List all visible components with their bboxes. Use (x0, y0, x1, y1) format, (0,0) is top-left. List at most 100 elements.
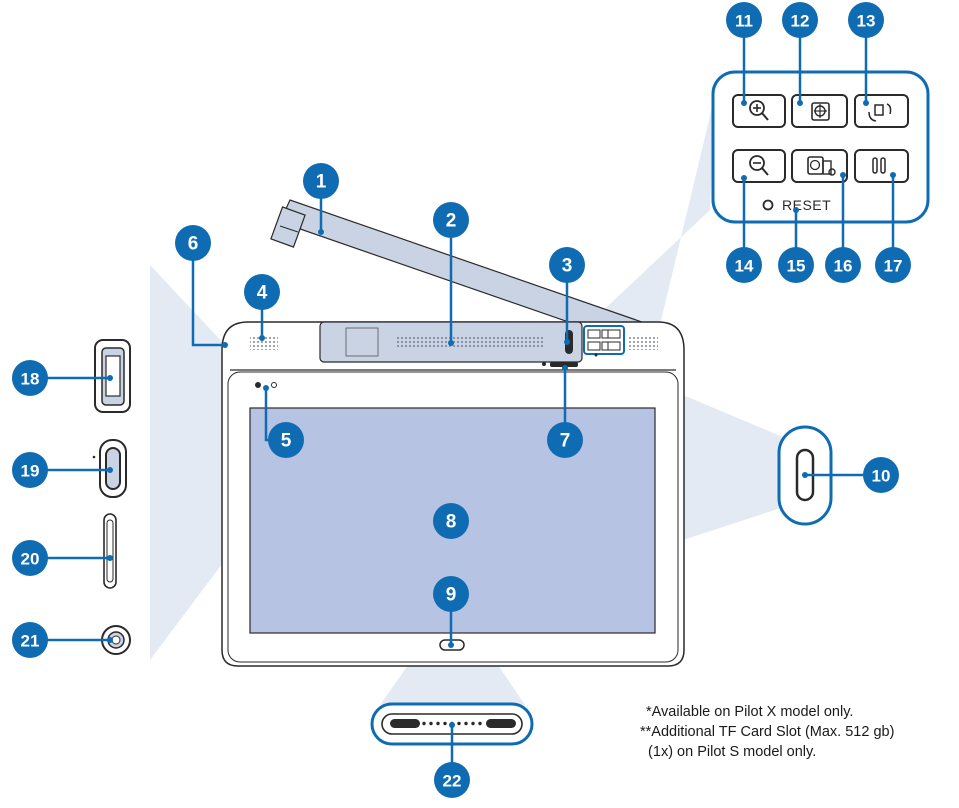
callout-label: 7 (560, 431, 571, 452)
callout-label: 3 (562, 256, 573, 277)
callout-circle (244, 274, 280, 310)
callout-5: 5 (268, 422, 304, 458)
beam-top-right (595, 95, 715, 325)
callout-circle (12, 622, 48, 658)
callout-circle (12, 452, 48, 488)
usb-a-port (94, 339, 131, 413)
callout-label: 18 (21, 370, 40, 389)
callout-circle (433, 503, 469, 539)
callout-label: 5 (281, 431, 292, 452)
beam-left (150, 265, 225, 660)
usb-c-port (92, 439, 127, 498)
footnote-line-2: **Additional TF Card Slot (Max. 512 gb) (640, 724, 895, 740)
callout-label: 8 (446, 512, 457, 533)
callout-label: 16 (834, 257, 853, 276)
callout-label: 13 (857, 12, 876, 31)
sd-card-slot (103, 513, 117, 589)
callout-12: 12 (782, 2, 818, 38)
reset-label: RESET (782, 197, 831, 213)
callout-label: 22 (443, 772, 462, 791)
callout-circle (303, 163, 339, 199)
callout-6: 6 (175, 225, 211, 261)
callout-circle (726, 247, 762, 283)
front-camera (255, 382, 261, 388)
speaker-left (250, 336, 278, 350)
reset-hole-icon (762, 199, 774, 211)
callout-10: 10 (863, 457, 899, 493)
callout-circle (433, 576, 469, 612)
callout-label: 11 (735, 12, 753, 31)
callout-16: 16 (825, 247, 861, 283)
callout-4: 4 (244, 274, 280, 310)
callout-circle (268, 422, 304, 458)
callout-label: 12 (791, 12, 810, 31)
callout-15: 15 (778, 247, 814, 283)
callout-20: 20 (12, 540, 48, 576)
zoom-out-button (732, 149, 786, 183)
callout-circle (175, 225, 211, 261)
footnote-line-3: (1x) on Pilot S model only. (640, 744, 817, 760)
callout-14: 14 (726, 247, 762, 283)
beam-bottom (380, 665, 525, 705)
callout-21: 21 (12, 622, 48, 658)
callout-8: 8 (433, 503, 469, 539)
callout-9: 9 (433, 576, 469, 612)
callout-18: 18 (12, 360, 48, 396)
callout-circle (778, 247, 814, 283)
callout-label: 1 (316, 172, 327, 193)
callout-circle (726, 2, 762, 38)
callout-7: 7 (547, 422, 583, 458)
speaker-right (628, 336, 658, 350)
pause-icon (872, 157, 878, 174)
light-sensor (271, 382, 277, 388)
callout-circle (433, 202, 469, 238)
rotate-button (854, 94, 909, 128)
callout-label: 10 (872, 467, 891, 486)
callout-11: 11 (726, 2, 762, 38)
camera-module (345, 327, 379, 357)
leader-end-dots (107, 100, 896, 728)
beam-right (683, 395, 790, 540)
callout-circle (848, 2, 884, 38)
device-body (221, 321, 685, 667)
callout-2: 2 (433, 202, 469, 238)
zoom-out-icon (749, 155, 765, 171)
callout-label: 6 (188, 234, 199, 255)
zoom-in-icon (749, 100, 765, 116)
callout-22: 22 (434, 762, 470, 798)
callout-circle (12, 360, 48, 396)
callout-label: 17 (884, 257, 903, 276)
callout-circle (875, 247, 911, 283)
callout-label: 15 (787, 257, 806, 276)
antenna (270, 199, 666, 353)
callout-label: 19 (21, 462, 40, 481)
callout-circle (434, 762, 470, 798)
callout-label: 9 (446, 585, 457, 606)
rotate-icon (874, 104, 884, 116)
footnote-line-1: *Available on Pilot X model only. (646, 704, 854, 720)
callout-circle (547, 422, 583, 458)
callout-circle (863, 457, 899, 493)
speaker-grille (395, 336, 545, 348)
callout-circle (12, 540, 48, 576)
callout-label: 2 (446, 211, 457, 232)
callout-label: 20 (21, 550, 40, 569)
crosshair-icon (811, 102, 830, 121)
callout-1: 1 (303, 163, 339, 199)
callout-label: 14 (735, 257, 754, 276)
zoom-in-button (732, 94, 786, 128)
callout-17: 17 (875, 247, 911, 283)
callout-19: 19 (12, 452, 48, 488)
center-target-button (791, 94, 848, 128)
camera-lock-button (791, 149, 848, 183)
callout-3: 3 (549, 247, 585, 283)
callout-circle (782, 2, 818, 38)
callout-circle (549, 247, 585, 283)
callout-label: 4 (257, 283, 268, 304)
callout-circle (825, 247, 861, 283)
mini-button-cluster (587, 329, 621, 351)
callout-label: 21 (21, 632, 40, 651)
pause-button (854, 149, 909, 183)
